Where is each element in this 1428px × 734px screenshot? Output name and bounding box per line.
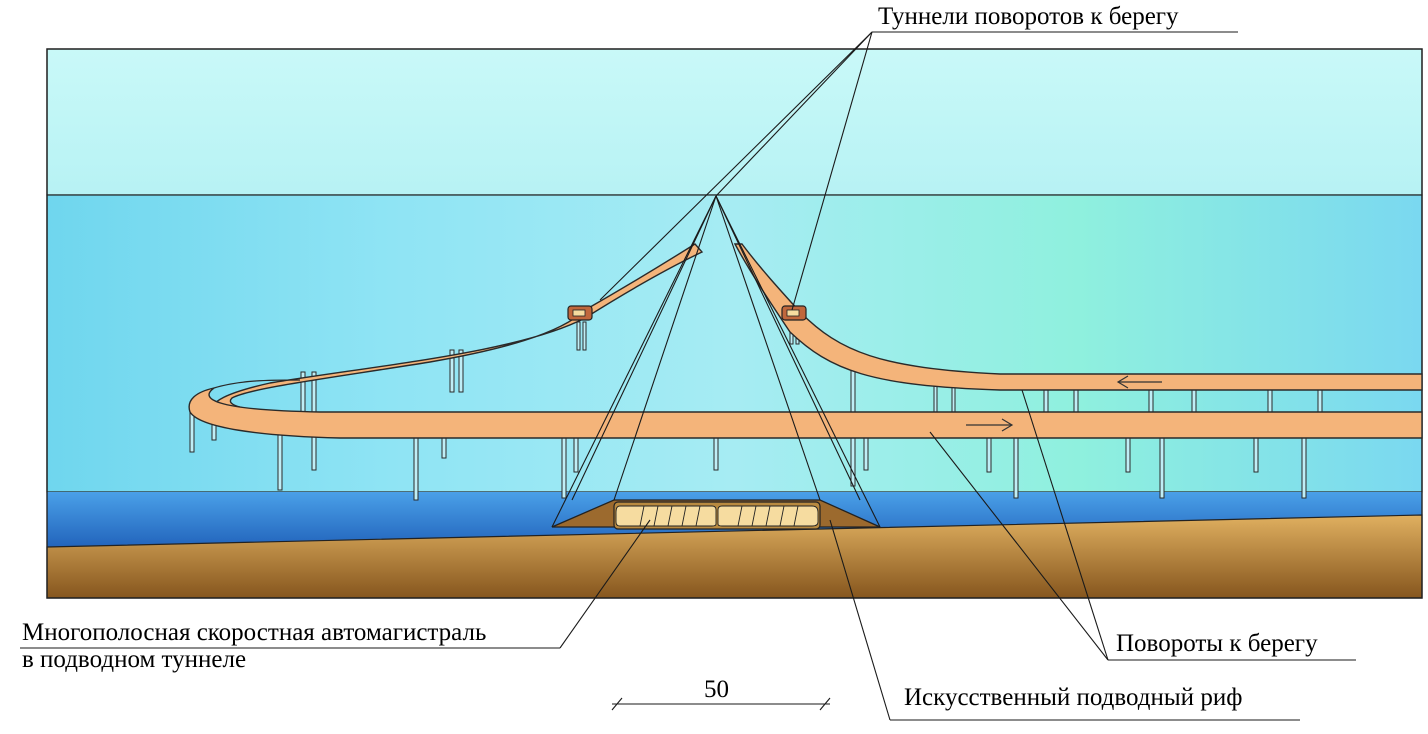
scene-frame	[46, 48, 1423, 599]
main-road-loop	[213, 379, 301, 389]
scale-value: 50	[704, 676, 729, 703]
upper-water	[46, 194, 1423, 493]
label-shore-turns: Повороты к берегу	[1116, 630, 1318, 657]
leader-lines	[20, 31, 1356, 721]
direction-arrows	[966, 375, 1162, 432]
main-road	[188, 387, 1423, 439]
label-highway-line2: в подводном туннеле	[22, 646, 246, 673]
ramp-tunnel-portals	[567, 305, 807, 321]
label-highway-line1: Многополосная скоростная автомагистраль	[22, 619, 486, 646]
tunnel-lanes	[615, 505, 819, 527]
label-artificial-reef: Искусственный подводный риф	[904, 684, 1242, 711]
label-turn-tunnels: Туннели поворотов к берегу	[878, 3, 1179, 30]
sky-band	[46, 48, 1423, 196]
